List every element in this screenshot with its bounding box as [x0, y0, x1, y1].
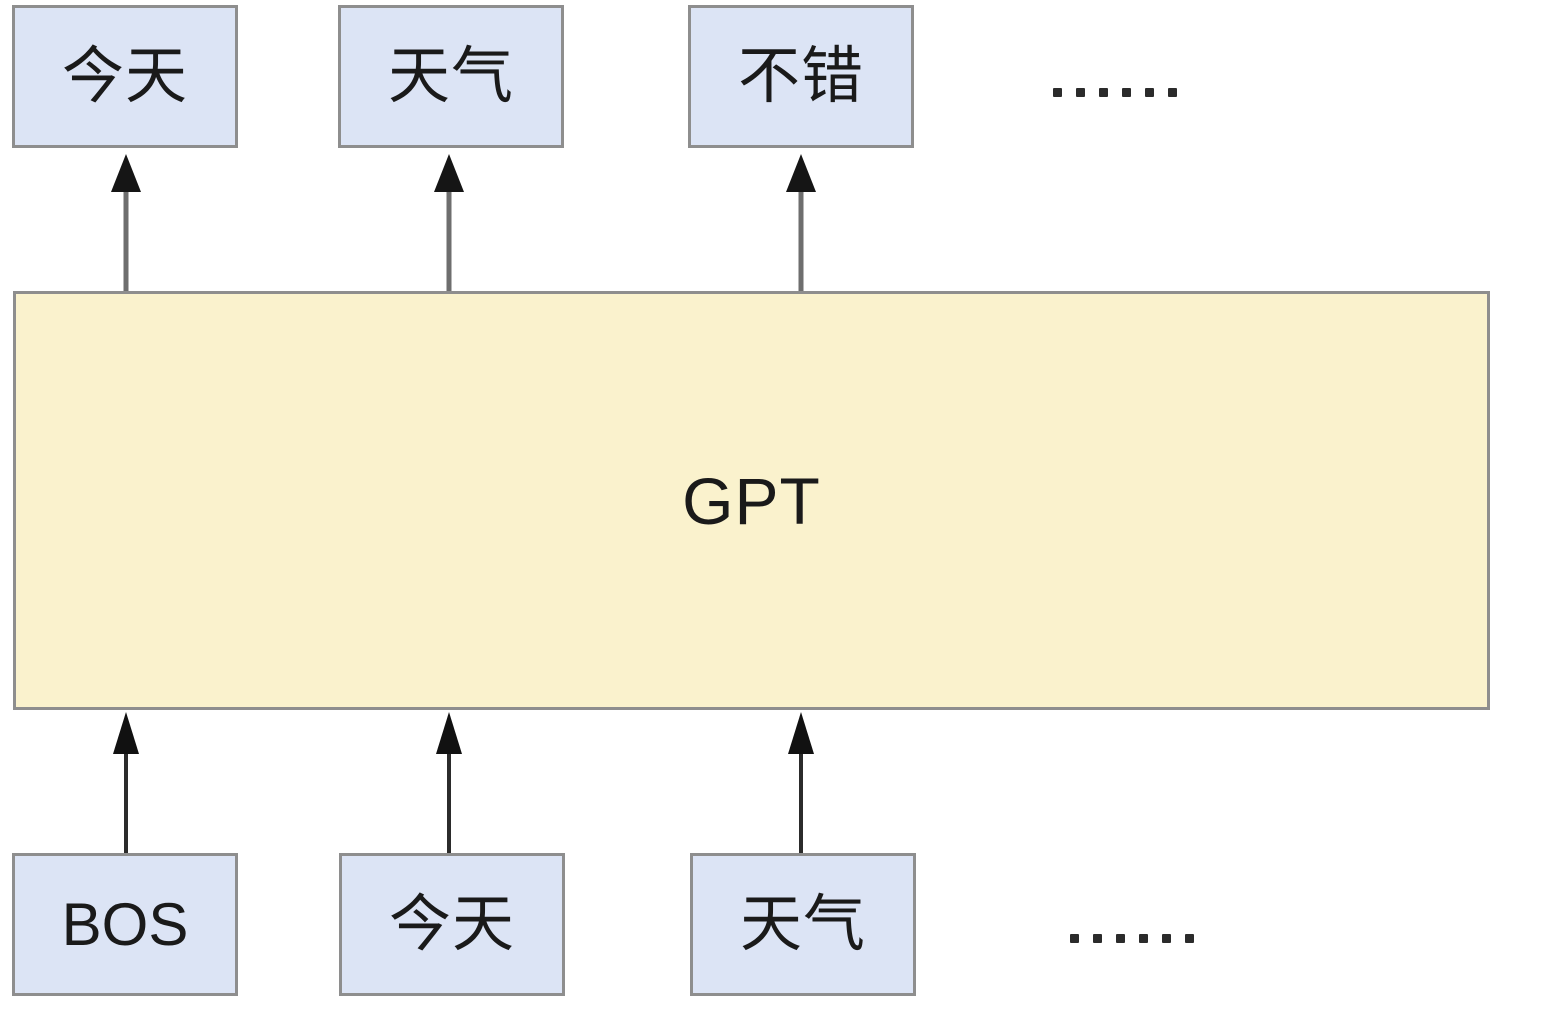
output-row-ellipsis — [1053, 88, 1177, 97]
output-token-box-1[interactable]: 今天 — [12, 5, 238, 148]
output-token-label-1: 今天 — [61, 41, 188, 111]
ellipsis-dot — [1093, 934, 1102, 943]
ellipsis-dot — [1053, 88, 1062, 97]
output-arrow-1 — [104, 152, 148, 294]
ellipsis-dot — [1122, 88, 1131, 97]
output-arrow-2 — [427, 152, 471, 294]
input-arrow-2 — [427, 710, 471, 855]
input-token-label-1: BOS — [61, 890, 189, 958]
ellipsis-dot — [1168, 88, 1177, 97]
gpt-model-block[interactable]: GPT — [13, 291, 1490, 710]
ellipsis-dot — [1070, 934, 1079, 943]
input-arrow-1 — [104, 710, 148, 855]
gpt-model-label: GPT — [682, 463, 821, 538]
input-token-box-3[interactable]: 天气 — [690, 853, 916, 996]
output-token-box-2[interactable]: 天气 — [338, 5, 564, 148]
input-token-label-3: 天气 — [739, 889, 866, 959]
ellipsis-dot — [1099, 88, 1108, 97]
output-token-label-3: 不错 — [737, 41, 864, 111]
input-row-ellipsis — [1070, 934, 1194, 943]
output-token-box-3[interactable]: 不错 — [688, 5, 914, 148]
ellipsis-dot — [1139, 934, 1148, 943]
input-token-box-1[interactable]: BOS — [12, 853, 238, 996]
ellipsis-dot — [1162, 934, 1171, 943]
output-arrow-3 — [779, 152, 823, 294]
ellipsis-dot — [1116, 934, 1125, 943]
ellipsis-dot — [1145, 88, 1154, 97]
input-token-label-2: 今天 — [388, 889, 515, 959]
ellipsis-dot — [1185, 934, 1194, 943]
output-token-label-2: 天气 — [387, 41, 514, 111]
input-arrow-3 — [779, 710, 823, 855]
input-token-box-2[interactable]: 今天 — [339, 853, 565, 996]
ellipsis-dot — [1076, 88, 1085, 97]
